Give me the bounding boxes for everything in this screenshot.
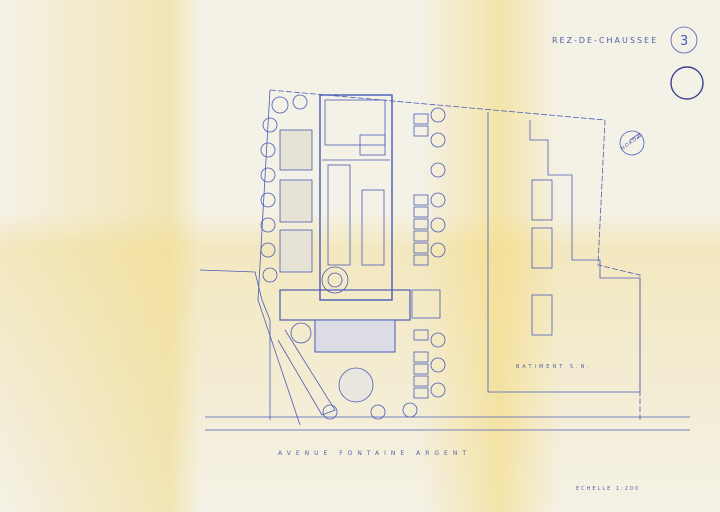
- left-boundary: [257, 89, 301, 426]
- drawing-title: REZ-DE-CHAUSSEE: [552, 36, 659, 45]
- sheet-number: 3: [680, 34, 688, 49]
- building-label: BATIMENT S.N.: [516, 364, 592, 370]
- neighbor-building: [487, 112, 641, 393]
- neighbor-plot: [199, 269, 271, 420]
- trees: [260, 94, 446, 420]
- north-arrow-icon: [619, 130, 645, 156]
- scale-label: ECHELLE 1:200: [576, 486, 641, 492]
- street-label: AVENUE FONTAINE ARGENT: [278, 450, 471, 457]
- sheet-number-circle: [670, 26, 698, 54]
- archive-stamp: [670, 66, 704, 100]
- site-boundary: [269, 89, 641, 420]
- garage-row: [413, 113, 429, 399]
